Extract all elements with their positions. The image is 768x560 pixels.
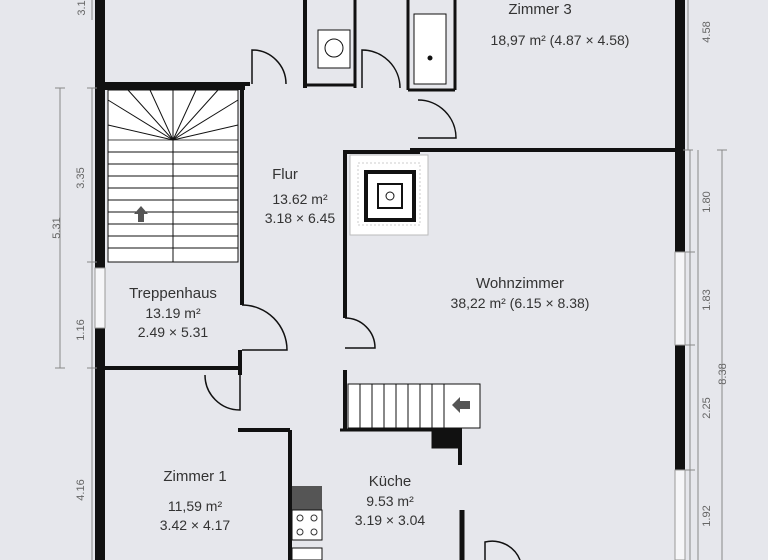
room-flur-area: 13.62 m² 3.18 × 6.45 [245, 190, 355, 228]
walls [95, 0, 685, 560]
dim-right-d: 1.92 [701, 505, 713, 527]
room-name: Zimmer 3 [508, 1, 572, 18]
room-flur: Flur [250, 165, 320, 185]
dim-right-b: 1.83 [701, 289, 713, 311]
size-value: 3.42 × 4.17 [159, 517, 231, 534]
room-zimmer3-area: 18,97 m² (4.87 × 4.58) [490, 32, 630, 48]
size-value: 3.18 × 6.45 [264, 209, 336, 226]
dim-left-top-partial: 3.1 [76, 0, 88, 16]
inner-stair-arrow-icon [452, 397, 470, 413]
staircase [107, 89, 239, 263]
room-name: Küche [368, 473, 412, 490]
area-value: 11,59 m² [167, 498, 223, 515]
room-zimmer1: Zimmer 1 11,59 m² 3.42 × 4.17 [130, 467, 260, 535]
room-name: Zimmer 1 [163, 468, 227, 485]
size-value: 2.49 × 5.31 [137, 324, 209, 341]
windows [94, 251, 686, 560]
room-name: Treppenhaus [129, 285, 217, 302]
fireplace [349, 154, 429, 236]
dim-left-outer: 5.31 [51, 217, 63, 239]
room-treppenhaus: Treppenhaus 13.19 m² 2.49 × 5.31 [108, 284, 238, 342]
room-zimmer3: Zimmer 3 [470, 0, 610, 20]
area-value: 9.53 m² [366, 493, 414, 510]
dim-right-zimmer3: 4.58 [701, 21, 713, 43]
inner-staircase [347, 383, 481, 449]
dim-right-a: 1.80 [701, 191, 713, 213]
room-kueche: Küche 9.53 m² 3.19 × 3.04 [335, 472, 445, 530]
dim-right-c: 2.25 [701, 397, 713, 419]
bathroom-fixtures [317, 13, 447, 85]
dim-left-zimmer1: 4.16 [75, 479, 87, 501]
room-name: Wohnzimmer [475, 275, 565, 292]
room-wohnzimmer: Wohnzimmer 38,22 m² (6.15 × 8.38) [420, 274, 620, 313]
stair-direction-arrow-icon [134, 206, 148, 222]
dim-left-small: 1.16 [75, 319, 87, 341]
dim-left-stair: 3.35 [75, 167, 87, 189]
dimension-lines [55, 0, 727, 560]
dim-right-total: 8.38 [717, 363, 729, 385]
kitchen-stove [291, 486, 323, 560]
room-name: Flur [272, 166, 298, 183]
area-value: 38,22 m² (6.15 × 8.38) [450, 295, 590, 312]
area-value: 13.62 m² [272, 191, 328, 207]
area-value: 13.19 m² [145, 305, 201, 322]
size-value: 3.19 × 3.04 [354, 512, 426, 529]
doors [204, 49, 521, 560]
